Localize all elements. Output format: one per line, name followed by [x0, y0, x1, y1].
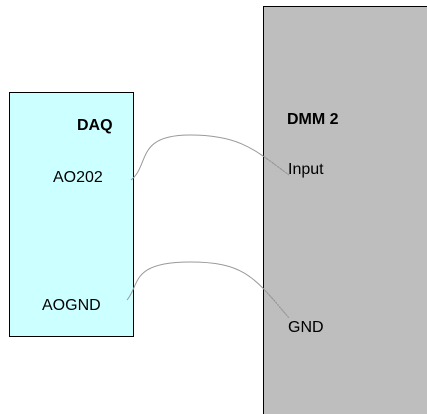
ao202-pin-label: AO202	[53, 169, 103, 186]
daq-block	[9, 92, 134, 337]
aognd-pin-label: AOGND	[42, 297, 101, 314]
gnd-pin-label: GND	[288, 319, 324, 336]
daq-title: DAQ	[77, 117, 113, 134]
dmm-block	[263, 6, 427, 414]
input-pin-label: Input	[288, 161, 324, 178]
dmm-title: DMM 2	[287, 111, 339, 128]
